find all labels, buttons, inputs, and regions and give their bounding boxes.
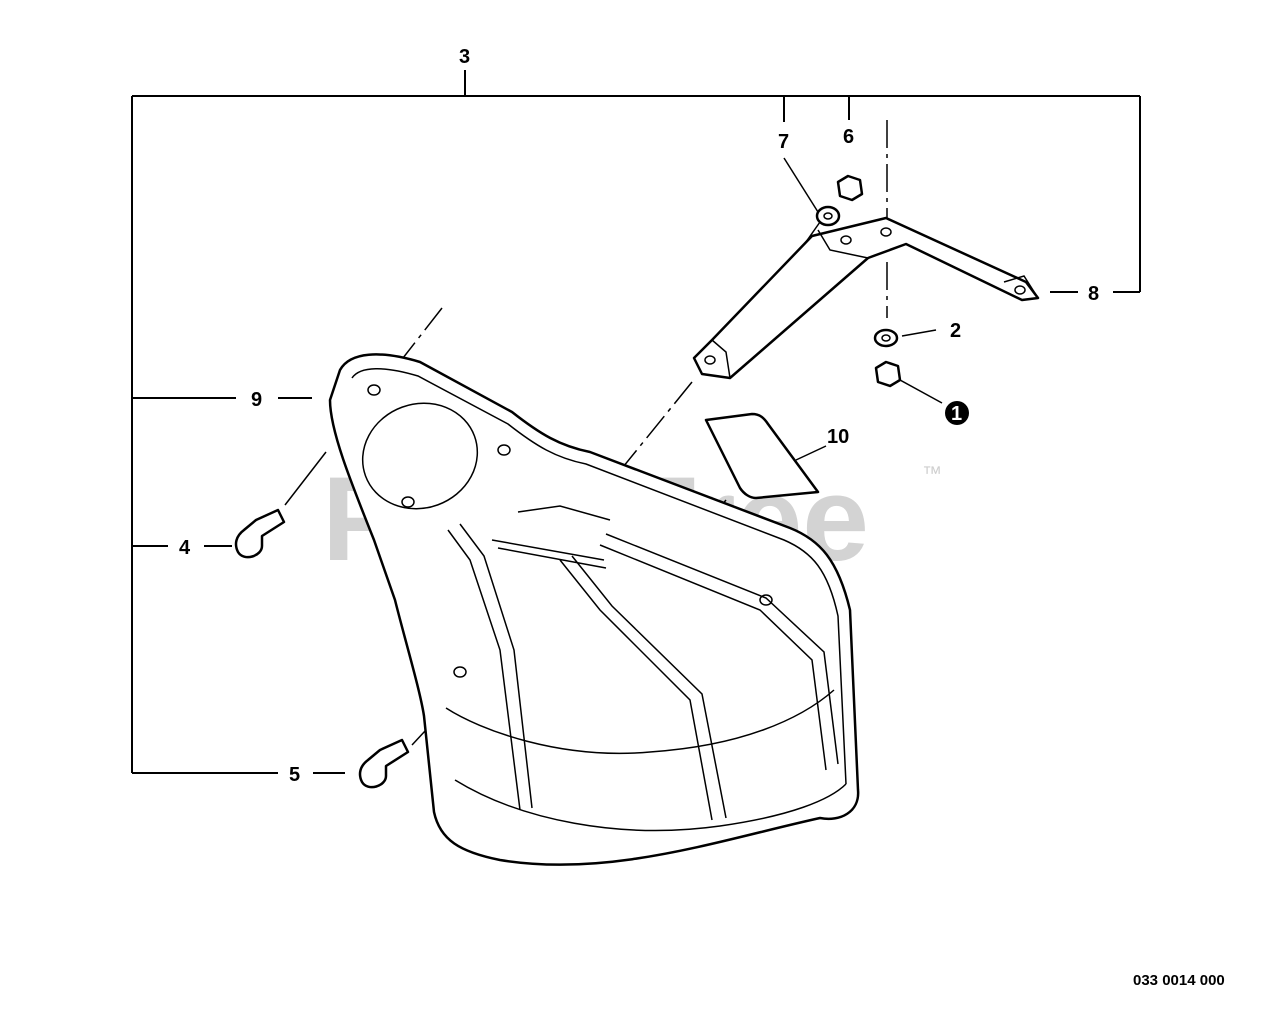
callout-1: 1 bbox=[951, 403, 962, 425]
nut-6-icon bbox=[836, 174, 864, 202]
callout-3: 3 bbox=[459, 46, 470, 68]
washer-7-icon bbox=[815, 205, 841, 227]
callout-9: 9 bbox=[251, 389, 262, 411]
nut-1-icon bbox=[874, 360, 902, 388]
callout-8: 8 bbox=[1088, 283, 1099, 305]
callout-2: 2 bbox=[950, 320, 961, 342]
assembly-bracket bbox=[131, 70, 1141, 774]
bolt-5-icon bbox=[358, 738, 410, 789]
mounting-bracket-icon bbox=[692, 216, 1040, 380]
callout-7: 7 bbox=[778, 131, 789, 153]
callout-4: 4 bbox=[179, 537, 191, 559]
watermark-trademark: ™ bbox=[922, 463, 942, 485]
callout-10: 10 bbox=[827, 426, 849, 448]
diagram-code: 033 0014 000 bbox=[1133, 972, 1225, 989]
callout-1-circle bbox=[945, 401, 969, 425]
bolt-4-icon bbox=[234, 508, 286, 559]
callout-5: 5 bbox=[289, 764, 300, 786]
callout-6: 6 bbox=[843, 126, 854, 148]
washer-2-icon bbox=[873, 328, 899, 348]
decal-icon bbox=[704, 412, 820, 500]
shield-guard-icon bbox=[328, 353, 860, 866]
